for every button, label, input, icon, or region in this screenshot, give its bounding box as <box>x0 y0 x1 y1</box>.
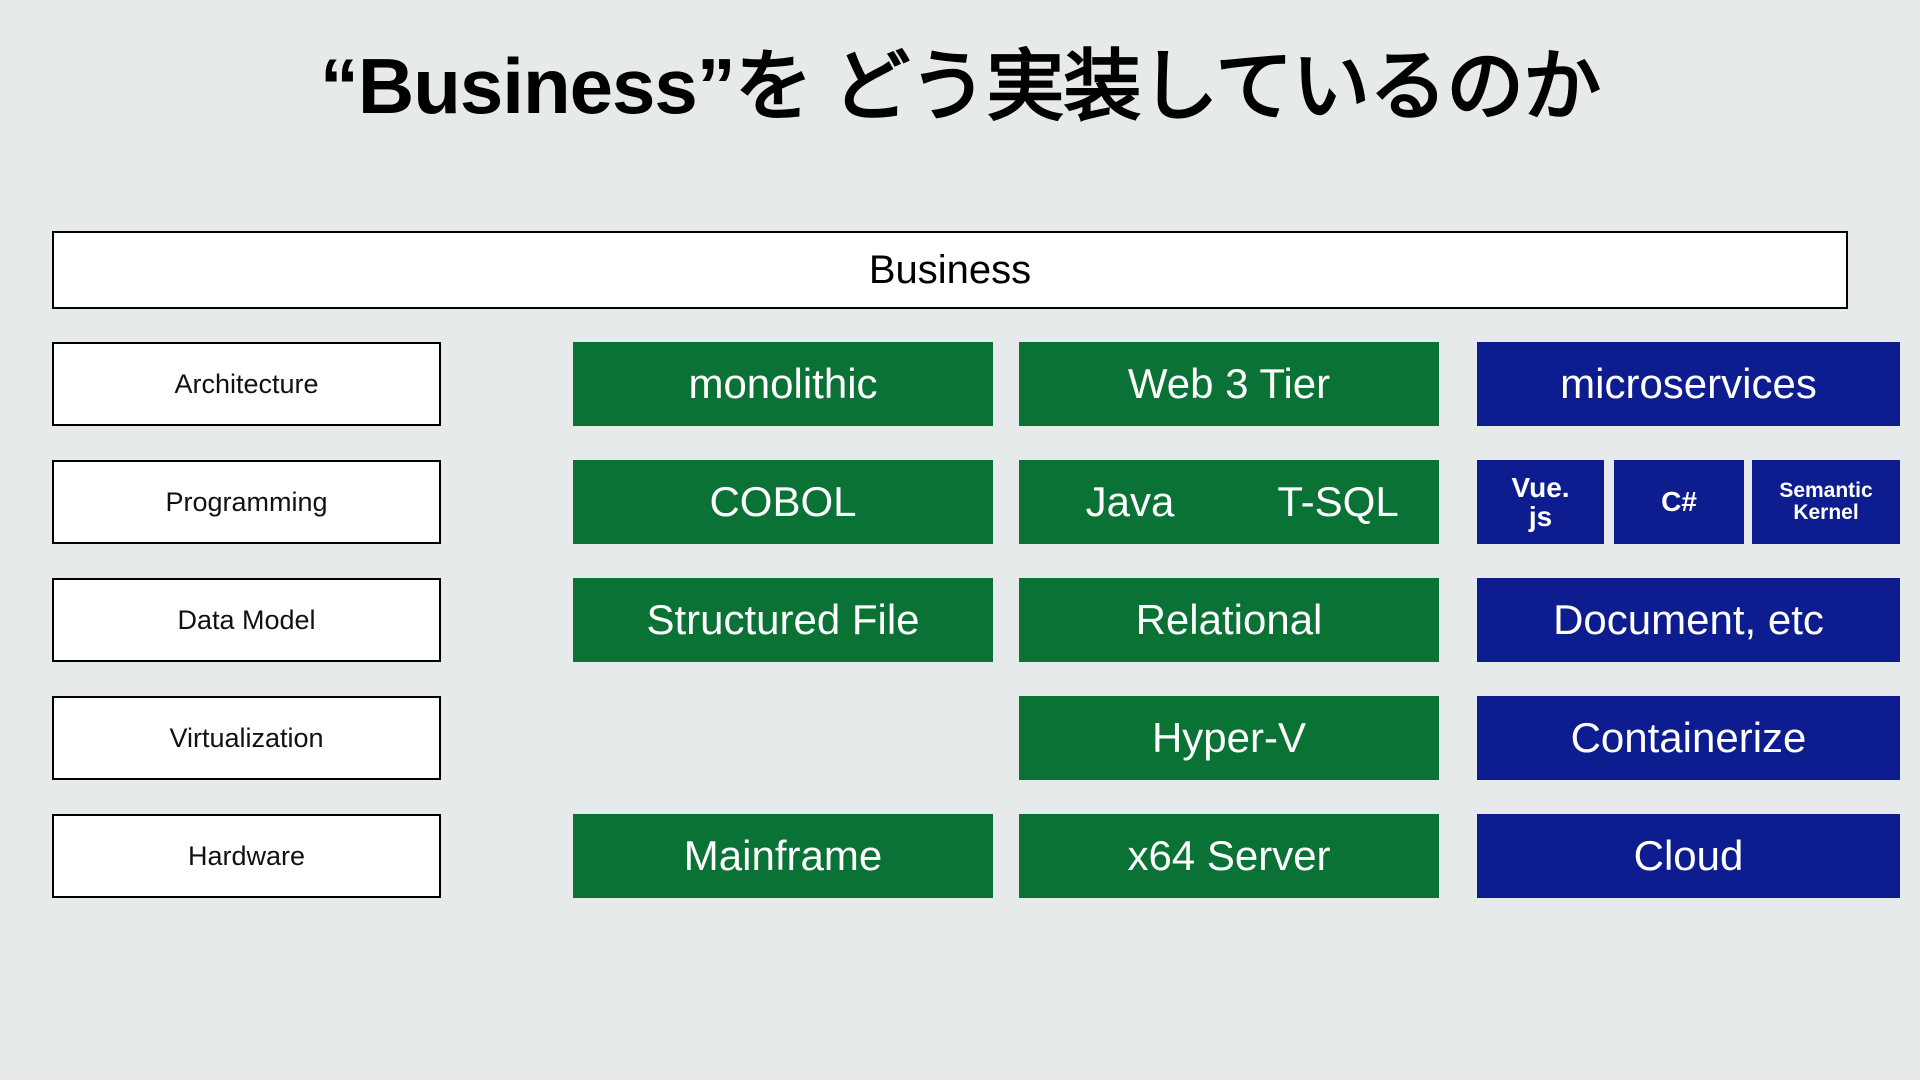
matrix-row-architecture: Architecture monolithic Web 3 Tier micro… <box>52 342 1900 460</box>
row-label-architecture: Architecture <box>52 342 441 426</box>
capability-matrix: Architecture monolithic Web 3 Tier micro… <box>52 342 1900 932</box>
cell-programming-cobol[interactable]: COBOL <box>573 460 993 544</box>
cell-virtualization-hyper-v[interactable]: Hyper-V <box>1019 696 1439 780</box>
row-label-programming: Programming <box>52 460 441 544</box>
cell-hardware-cloud[interactable]: Cloud <box>1477 814 1900 898</box>
cell-programming-tsql[interactable]: T-SQL <box>1237 460 1439 544</box>
matrix-row-hardware: Hardware Mainframe x64 Server Cloud <box>52 814 1900 932</box>
business-header-bar: Business <box>52 231 1848 309</box>
cell-virtualization-containerize[interactable]: Containerize <box>1477 696 1900 780</box>
cell-programming-java[interactable]: Java <box>1019 460 1241 544</box>
matrix-row-data-model: Data Model Structured File Relational Do… <box>52 578 1900 696</box>
cell-data-model-structured-file[interactable]: Structured File <box>573 578 993 662</box>
cell-architecture-microservices[interactable]: microservices <box>1477 342 1900 426</box>
cell-data-model-document-etc[interactable]: Document, etc <box>1477 578 1900 662</box>
cell-architecture-monolithic[interactable]: monolithic <box>573 342 993 426</box>
cell-hardware-x64-server[interactable]: x64 Server <box>1019 814 1439 898</box>
cell-programming-csharp[interactable]: C# <box>1614 460 1744 544</box>
cell-architecture-web3tier[interactable]: Web 3 Tier <box>1019 342 1439 426</box>
row-label-data-model: Data Model <box>52 578 441 662</box>
page-title: “Business”を どう実装しているのか <box>319 42 1601 130</box>
row-label-virtualization: Virtualization <box>52 696 441 780</box>
cell-programming-vuejs[interactable]: Vue.js <box>1477 460 1604 544</box>
cell-hardware-mainframe[interactable]: Mainframe <box>573 814 993 898</box>
row-label-hardware: Hardware <box>52 814 441 898</box>
matrix-row-programming: Programming COBOL Java T-SQL Vue.js C# S… <box>52 460 1900 578</box>
matrix-row-virtualization: Virtualization Hyper-V Containerize <box>52 696 1900 814</box>
business-header-label: Business <box>868 247 1032 292</box>
cell-data-model-relational[interactable]: Relational <box>1019 578 1439 662</box>
